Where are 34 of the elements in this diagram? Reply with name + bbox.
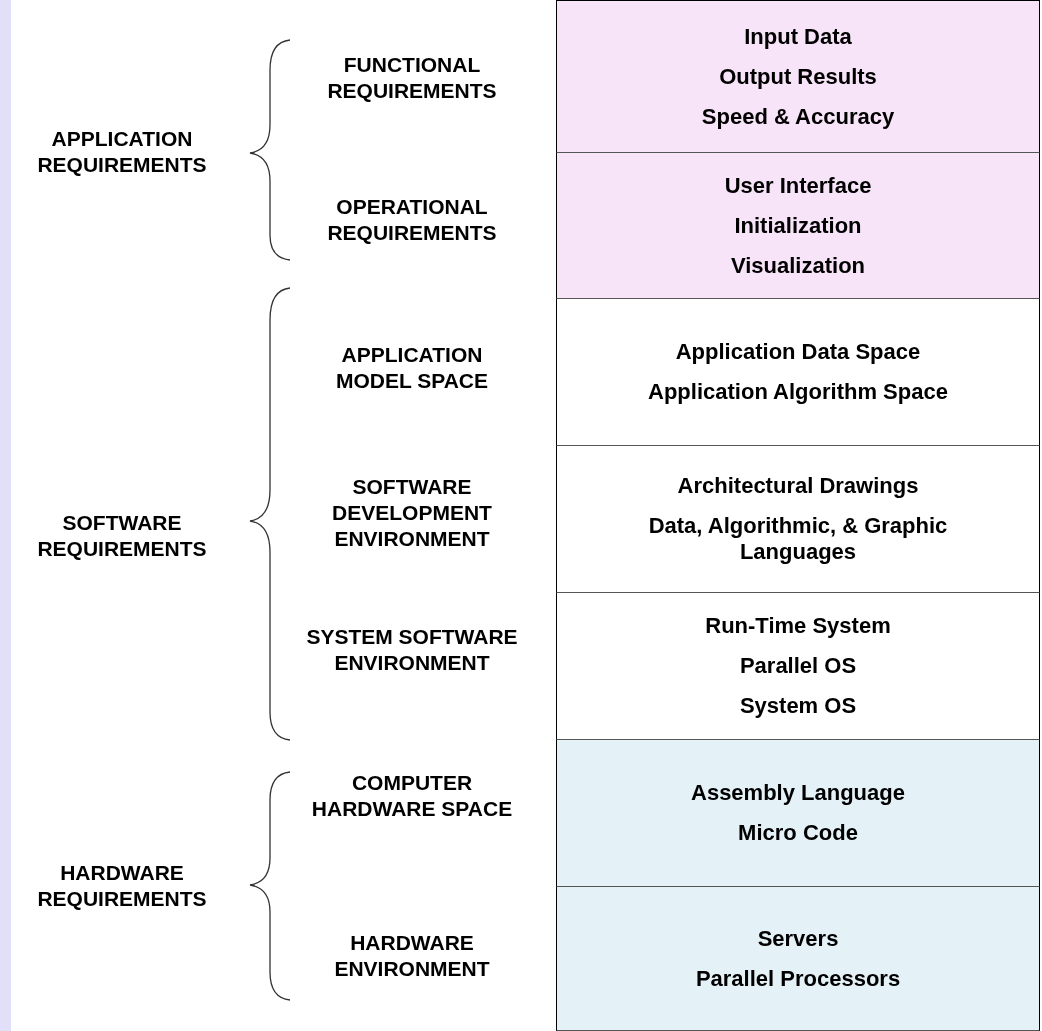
layer-row [556,887,1040,1031]
layer-row [556,446,1040,593]
layer-item: Servers [757,925,839,952]
layer-item: Architectural Drawings [677,473,919,499]
layer-row [556,740,1040,887]
layer-item: Speed & Accuracy [701,103,895,130]
layer-item: Visualization [730,252,866,279]
subcategory-label: OPERATIONAL REQUIREMENTS [326,194,498,246]
layer-item: System OS [739,693,857,719]
layer-row [556,299,1040,446]
subcategory-label: SOFTWARE DEVELOPMENT ENVIRONMENT [331,474,493,552]
layer-item: Run-Time System [705,613,891,639]
layer-item: Parallel Processors [695,965,901,992]
subcategory-label: APPLICATION MODEL SPACE [334,342,490,394]
subcategory-label: SYSTEM SOFTWARE ENVIRONMENT [305,624,519,676]
layer-item: User Interface [724,172,872,199]
layer-item: Assembly Language [691,780,905,806]
layer-item: Input Data [744,23,852,50]
category-label: APPLICATION REQUIREMENTS [36,126,208,178]
layer-item: Data, Algorithmic, & Graphic Languages [647,513,949,565]
layer-item: Initialization [734,212,862,239]
layer-item: Application Algorithm Space [648,379,948,405]
layer-item: Parallel OS [739,653,857,679]
subcategory-label: FUNCTIONAL REQUIREMENTS [326,52,498,104]
layer-row [556,153,1040,299]
category-label: SOFTWARE REQUIREMENTS [36,510,208,562]
layer-item: Output Results [719,63,877,90]
category-label: HARDWARE REQUIREMENTS [36,860,208,912]
layer-row [556,0,1040,153]
subcategory-label: HARDWARE ENVIRONMENT [333,930,491,982]
layer-item: Micro Code [738,820,858,846]
subcategory-label: COMPUTER HARDWARE SPACE [310,770,514,822]
layer-item: Application Data Space [675,339,921,365]
layer-row [556,593,1040,740]
